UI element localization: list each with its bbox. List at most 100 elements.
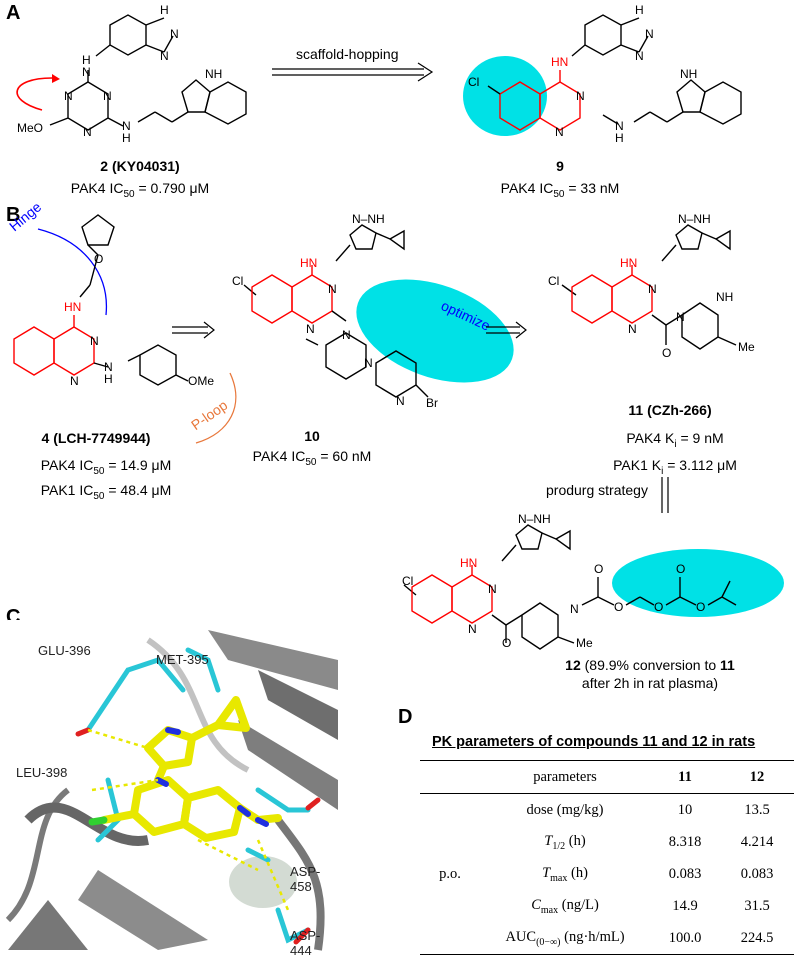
compound-9-activity: PAK4 IC50 = 33 nM	[500, 180, 620, 200]
svg-text:HN: HN	[620, 256, 637, 270]
residue-label-asp-458: ASP-458	[290, 864, 321, 894]
pk-value-12: 224.5	[740, 929, 774, 946]
shift-arrow	[16, 77, 53, 111]
pk-param: Tmax (h)	[542, 864, 588, 884]
pk-value-11: 0.083	[668, 865, 702, 882]
svg-text:N: N	[676, 310, 685, 324]
panel-b-structures: O HN N N N H O Me N–NH HN Cl N N N N	[13, 212, 755, 513]
residue-label-leu-398: LEU-398	[16, 765, 68, 780]
svg-text:N: N	[645, 27, 654, 41]
residue-label-glu-396: GLU-396	[38, 643, 91, 658]
svg-text:N: N	[342, 328, 351, 342]
svg-text:H: H	[104, 372, 113, 386]
svg-text:N: N	[122, 119, 131, 133]
compound-10-name: 10	[304, 428, 320, 444]
pk-value-12: 4.214	[740, 833, 774, 850]
compound-2-activity: PAK4 IC50 = 0.790 μM	[70, 180, 210, 200]
svg-text:Cl: Cl	[548, 274, 559, 288]
svg-text:N–NH: N–NH	[678, 212, 711, 226]
svg-text:N: N	[364, 356, 373, 370]
svg-text:Me: Me	[738, 340, 755, 354]
pk-header-row: parameters 11 12	[420, 760, 794, 794]
svg-text:NH: NH	[205, 67, 222, 81]
compound-2-name: 2 (KY04031)	[100, 158, 180, 174]
svg-text:O: O	[662, 346, 671, 360]
residue-label-asp-444: ASP-444	[290, 928, 321, 958]
svg-text:O: O	[676, 562, 685, 576]
svg-text:HN: HN	[551, 55, 568, 69]
compound-12-note: 12 (89.9% conversion to 11 after 2h in r…	[565, 657, 735, 691]
pk-value-11: 10	[677, 801, 693, 818]
svg-text:O: O	[614, 600, 623, 614]
compound-11-activity: PAK4 Ki = 9 nM PAK1 Ki = 3.112 μM	[613, 430, 737, 477]
svg-text:N: N	[576, 89, 585, 103]
svg-text:N: N	[170, 27, 179, 41]
svg-text:N: N	[103, 89, 112, 103]
svg-text:H: H	[635, 3, 644, 17]
svg-text:H: H	[82, 53, 91, 67]
svg-text:N: N	[64, 89, 73, 103]
svg-text:N: N	[555, 125, 564, 139]
svg-text:MeO: MeO	[17, 121, 43, 135]
svg-text:N: N	[160, 49, 169, 63]
panel-a-structures: H N N H N MeO N N N N H NH H	[16, 3, 742, 145]
svg-text:N: N	[328, 282, 337, 296]
svg-text:N: N	[306, 322, 315, 336]
svg-text:N: N	[104, 360, 113, 374]
pk-value-12: 0.083	[740, 865, 774, 882]
svg-text:N: N	[615, 119, 624, 133]
svg-text:O: O	[502, 636, 511, 650]
table-row: AUC(0−∞) (ng·h/mL) 100.0 224.5	[420, 922, 794, 955]
pk-value-11: 14.9	[672, 897, 698, 914]
svg-text:NH: NH	[680, 67, 697, 81]
svg-text:HN: HN	[300, 256, 317, 270]
pk-value-12: 31.5	[744, 897, 770, 914]
residue-label-met-395: MET-395	[156, 652, 209, 667]
compound-4-activity: PAK4 IC50 = 14.9 μM PAK1 IC50 = 48.4 μM	[40, 457, 172, 502]
svg-text:N: N	[396, 394, 405, 408]
prodrug-strategy-label: produrg strategy	[546, 482, 648, 498]
pk-param: Cmax (ng/L)	[531, 896, 599, 916]
table-row: Cmax (ng/L) 14.9 31.5	[420, 890, 794, 922]
svg-text:N: N	[83, 125, 92, 139]
pk-value-12: 13.5	[744, 801, 770, 818]
svg-text:HN: HN	[64, 300, 81, 314]
compound-10-activity: PAK4 IC50 = 60 nM	[252, 448, 372, 468]
table-row: p.o. Tmax (h) 0.083 0.083	[420, 858, 794, 890]
panel-label-d: D	[398, 706, 413, 728]
svg-text:Me: Me	[576, 636, 593, 650]
svg-text:N: N	[648, 282, 657, 296]
svg-text:N: N	[468, 622, 477, 636]
panel-label-b: B	[6, 204, 21, 226]
pk-table-title: PK parameters of compounds 11 and 12 in …	[432, 734, 756, 750]
svg-text:O: O	[94, 252, 103, 266]
pk-header-12: 12	[749, 768, 765, 785]
svg-text:H: H	[122, 131, 131, 145]
svg-text:HN: HN	[460, 556, 477, 570]
docking-image: GLU-396 MET-395 LEU-398 ASP-458 ASP-444	[5, 620, 338, 958]
svg-text:N: N	[570, 602, 579, 616]
svg-text:Cl: Cl	[402, 574, 413, 588]
svg-text:O: O	[654, 600, 663, 614]
docking-render	[5, 620, 338, 951]
svg-text:N: N	[488, 582, 497, 596]
svg-text:N: N	[628, 322, 637, 336]
compound-9-name: 9	[556, 158, 564, 174]
svg-text:N: N	[90, 334, 99, 348]
svg-text:O: O	[594, 562, 603, 576]
pk-param: dose (mg/kg)	[526, 801, 604, 818]
svg-text:Cl: Cl	[468, 75, 479, 89]
svg-text:N: N	[82, 65, 91, 79]
scaffold-hopping-label: scaffold-hopping	[296, 46, 399, 62]
table-row: dose (mg/kg) 10 13.5	[420, 794, 794, 827]
svg-text:O: O	[696, 600, 705, 614]
table-row: T1/2 (h) 8.318 4.214	[420, 826, 794, 858]
pk-header-param: parameters	[533, 768, 597, 785]
pk-param: AUC(0−∞) (ng·h/mL)	[505, 928, 625, 948]
svg-text:Cl: Cl	[232, 274, 243, 288]
compound-12-structure: N–NH HN Cl N N O N Me O O O O O	[402, 512, 784, 650]
pk-param: T1/2 (h)	[544, 832, 586, 852]
panel-label-a: A	[6, 2, 21, 24]
compound-11-name: 11 (CZh-266)	[628, 402, 712, 418]
svg-text:N–NH: N–NH	[518, 512, 551, 526]
